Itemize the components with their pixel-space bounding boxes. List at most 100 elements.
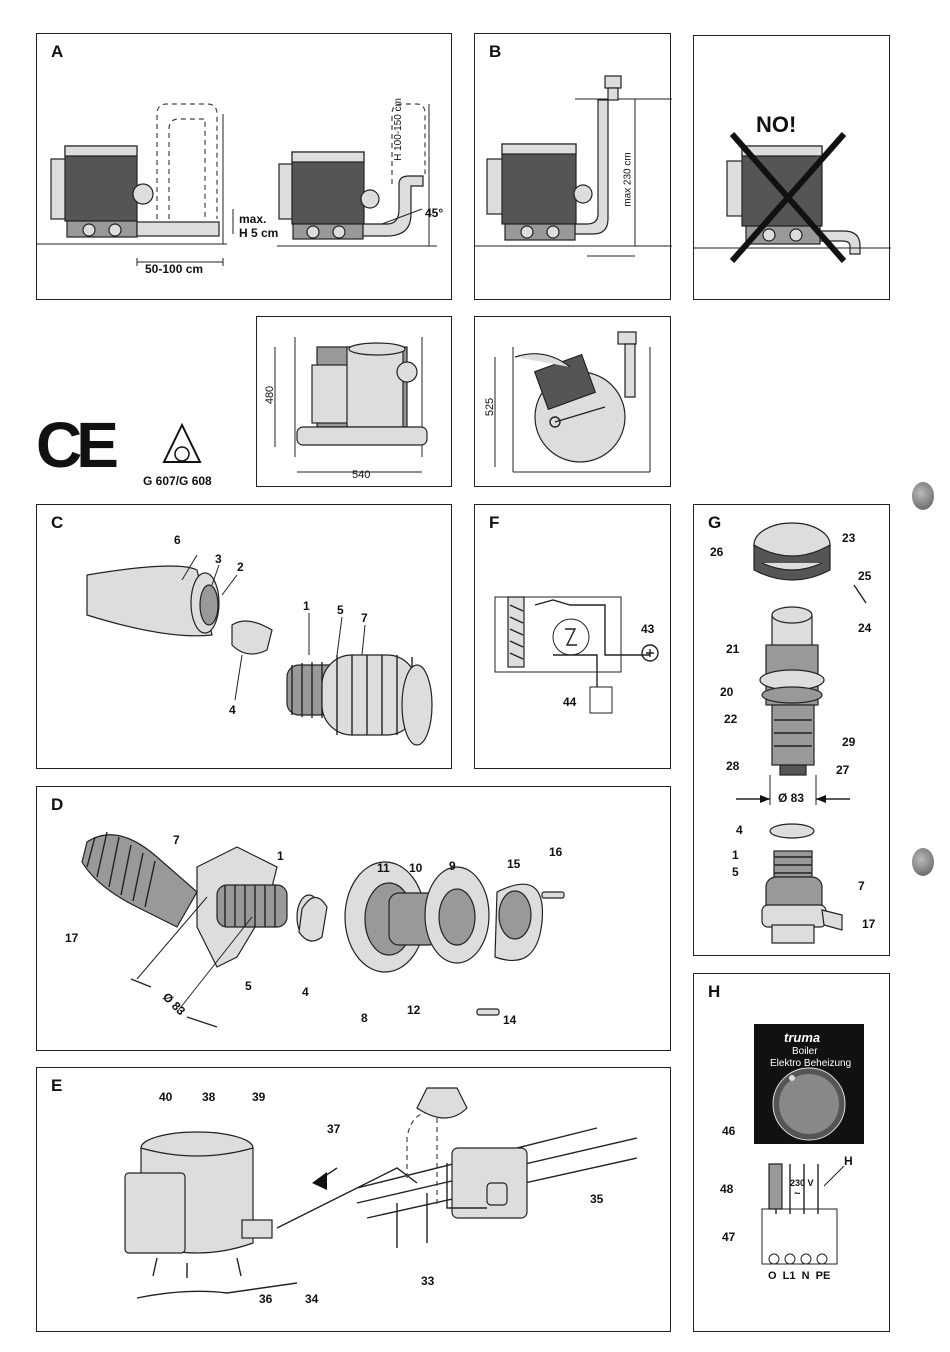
panel-g-label: G [708,513,722,532]
d-num-10: 10 [409,861,423,875]
ce-mark: CE [36,409,119,481]
panel-d-drawing [81,831,565,1028]
panel-f-label: F [489,513,500,532]
c-num-1: 1 [303,599,310,613]
g-num-20: 20 [720,685,734,699]
panel-b: B max 230 cm [474,33,672,300]
e-num-40: 40 [159,1090,173,1104]
dim-h-val: H 5 cm [239,226,279,240]
f-num-44: 44 [563,695,577,709]
angle-45: 45° [425,206,444,220]
dim-length: 50-100 cm [145,262,204,276]
panel-no: NO! [693,35,891,300]
d-num-12: 12 [407,1003,421,1017]
g-num-22: 22 [724,712,738,726]
c-num-6: 6 [174,533,181,547]
truma-brand: truma [784,1030,821,1045]
h-num-48: 48 [720,1182,734,1196]
h-num-47: 47 [722,1230,736,1244]
g-num-1: 1 [732,848,739,862]
d-num-5: 5 [245,979,252,993]
panel-dims-1: 480 540 [256,316,452,487]
dim-540: 540 [352,469,371,481]
panel-a-drawing [37,103,437,266]
g-num-7: 7 [858,879,865,893]
d-num-8: 8 [361,1011,368,1025]
e-num-33: 33 [421,1274,435,1288]
dim-max: max 230 cm [622,152,634,207]
e-num-38: 38 [202,1090,216,1104]
panel-g-drawing [736,522,867,944]
d-num-14: 14 [503,1013,517,1027]
punch-hole-top [912,482,934,510]
dim-480: 480 [264,385,277,405]
panel-g: G 23 26 25 24 21 20 22 29 28 27 Ø 83 4 1… [693,504,890,956]
panel-h-drawing [754,1024,864,1265]
panel-f: F 43 44 [474,504,671,769]
truma-line1: Boiler [792,1046,818,1057]
g-num-24: 24 [858,621,872,635]
g-num-21: 21 [726,642,740,656]
h-letter-h: H [844,1154,853,1168]
e-num-36: 36 [259,1292,273,1306]
panel-d: D 7 1 11 10 9 15 16 17 5 4 8 12 14 Ø 83 [36,786,671,1051]
d-num-15: 15 [507,857,521,871]
c-num-2: 2 [237,560,244,574]
h-num-46: 46 [722,1124,736,1138]
d-num-16: 16 [549,845,563,859]
panel-e: E 40 38 39 37 35 36 34 33 [36,1067,671,1332]
panel-dims-2: 525 [474,316,671,487]
no-label: NO! [756,112,797,137]
dims-2-drawing [494,331,651,473]
punch-hole-bottom [912,848,934,876]
g-num-4: 4 [736,823,743,837]
d-num-11: 11 [377,861,390,875]
panel-e-drawing [124,1087,638,1299]
h-terminals: O L1 N PE [768,1270,831,1282]
g-num-17: 17 [862,917,876,931]
g-num-25: 25 [858,569,872,583]
g-num-29: 29 [842,735,856,749]
panel-a: A max. H 5 cm 50-100 cm H 100-150 cm 45 [36,33,452,300]
no-drawing [694,132,891,263]
g-num-27: 27 [836,763,850,777]
e-num-34: 34 [305,1292,319,1306]
gas-triangle-icon [162,422,202,463]
dim-525: 525 [484,397,497,417]
d-num-4: 4 [302,985,309,999]
g-num-5: 5 [732,865,739,879]
panel-c-label: C [51,513,64,532]
panel-b-label: B [489,42,502,61]
panel-c: C 6 3 2 1 5 7 4 [36,504,452,769]
panel-f-drawing [494,596,659,714]
h-tilde: ~ [794,1188,801,1200]
panel-c-drawing [86,554,433,746]
c-num-7: 7 [361,611,368,625]
e-num-39: 39 [252,1090,266,1104]
truma-line2: Elektro Beheizung [770,1058,852,1069]
panel-d-label: D [51,795,64,814]
d-num-7: 7 [173,833,180,847]
e-num-35: 35 [590,1192,604,1206]
gas-standard: G 607/G 608 [143,474,212,488]
g-num-26: 26 [710,545,724,559]
d-num-9: 9 [449,859,456,873]
d-num-1: 1 [277,849,284,863]
h-voltage: 230 V [790,1178,814,1188]
panel-e-label: E [51,1076,63,1095]
c-num-5: 5 [337,603,344,617]
c-num-3: 3 [215,552,222,566]
g-num-28: 28 [726,759,740,773]
dims-1-drawing [274,337,428,473]
dim-h-range: H 100-150 cm [392,98,404,161]
panel-a-label: A [51,42,64,61]
g-num-23: 23 [842,531,856,545]
f-num-43: 43 [641,622,655,636]
dim-h-max: max. [239,212,267,226]
panel-b-drawing [475,75,672,257]
c-num-4: 4 [229,703,236,717]
panel-h: H truma Boiler Elektro Beheizung 46 48 H… [693,973,890,1332]
d-num-17: 17 [65,931,79,945]
panel-h-label: H [708,982,721,1001]
e-num-37: 37 [327,1122,341,1136]
